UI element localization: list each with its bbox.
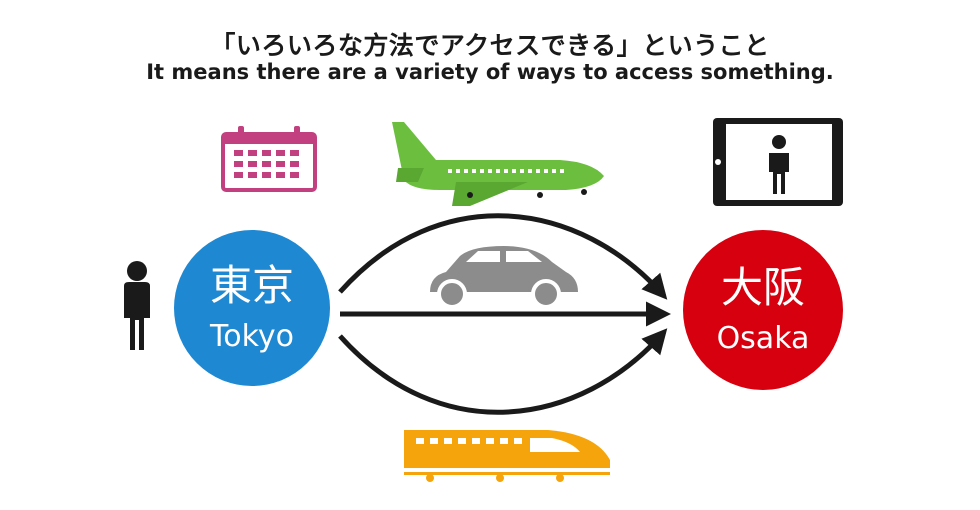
person-icon bbox=[124, 261, 150, 350]
destination-circle-osaka: 大阪 Osaka bbox=[683, 230, 843, 390]
car-icon bbox=[430, 246, 578, 309]
lower-route-arrow bbox=[338, 328, 668, 415]
title-japanese: 「いろいろな方法でアクセスできる」ということ bbox=[210, 31, 770, 60]
destination-name-en: Osaka bbox=[717, 321, 810, 356]
origin-circle-tokyo: 東京 Tokyo bbox=[174, 230, 330, 386]
subtitle-english: It means there are a variety of ways to … bbox=[146, 60, 834, 84]
tablet-icon bbox=[713, 118, 843, 206]
bullet-train-icon bbox=[404, 430, 610, 482]
calendar-icon bbox=[221, 126, 317, 192]
airplane-icon bbox=[392, 122, 604, 206]
origin-name-ja: 東京 bbox=[210, 261, 294, 310]
destination-name-ja: 大阪 bbox=[721, 263, 805, 312]
upper-route-arrow bbox=[338, 213, 668, 300]
origin-name-en: Tokyo bbox=[209, 319, 294, 354]
